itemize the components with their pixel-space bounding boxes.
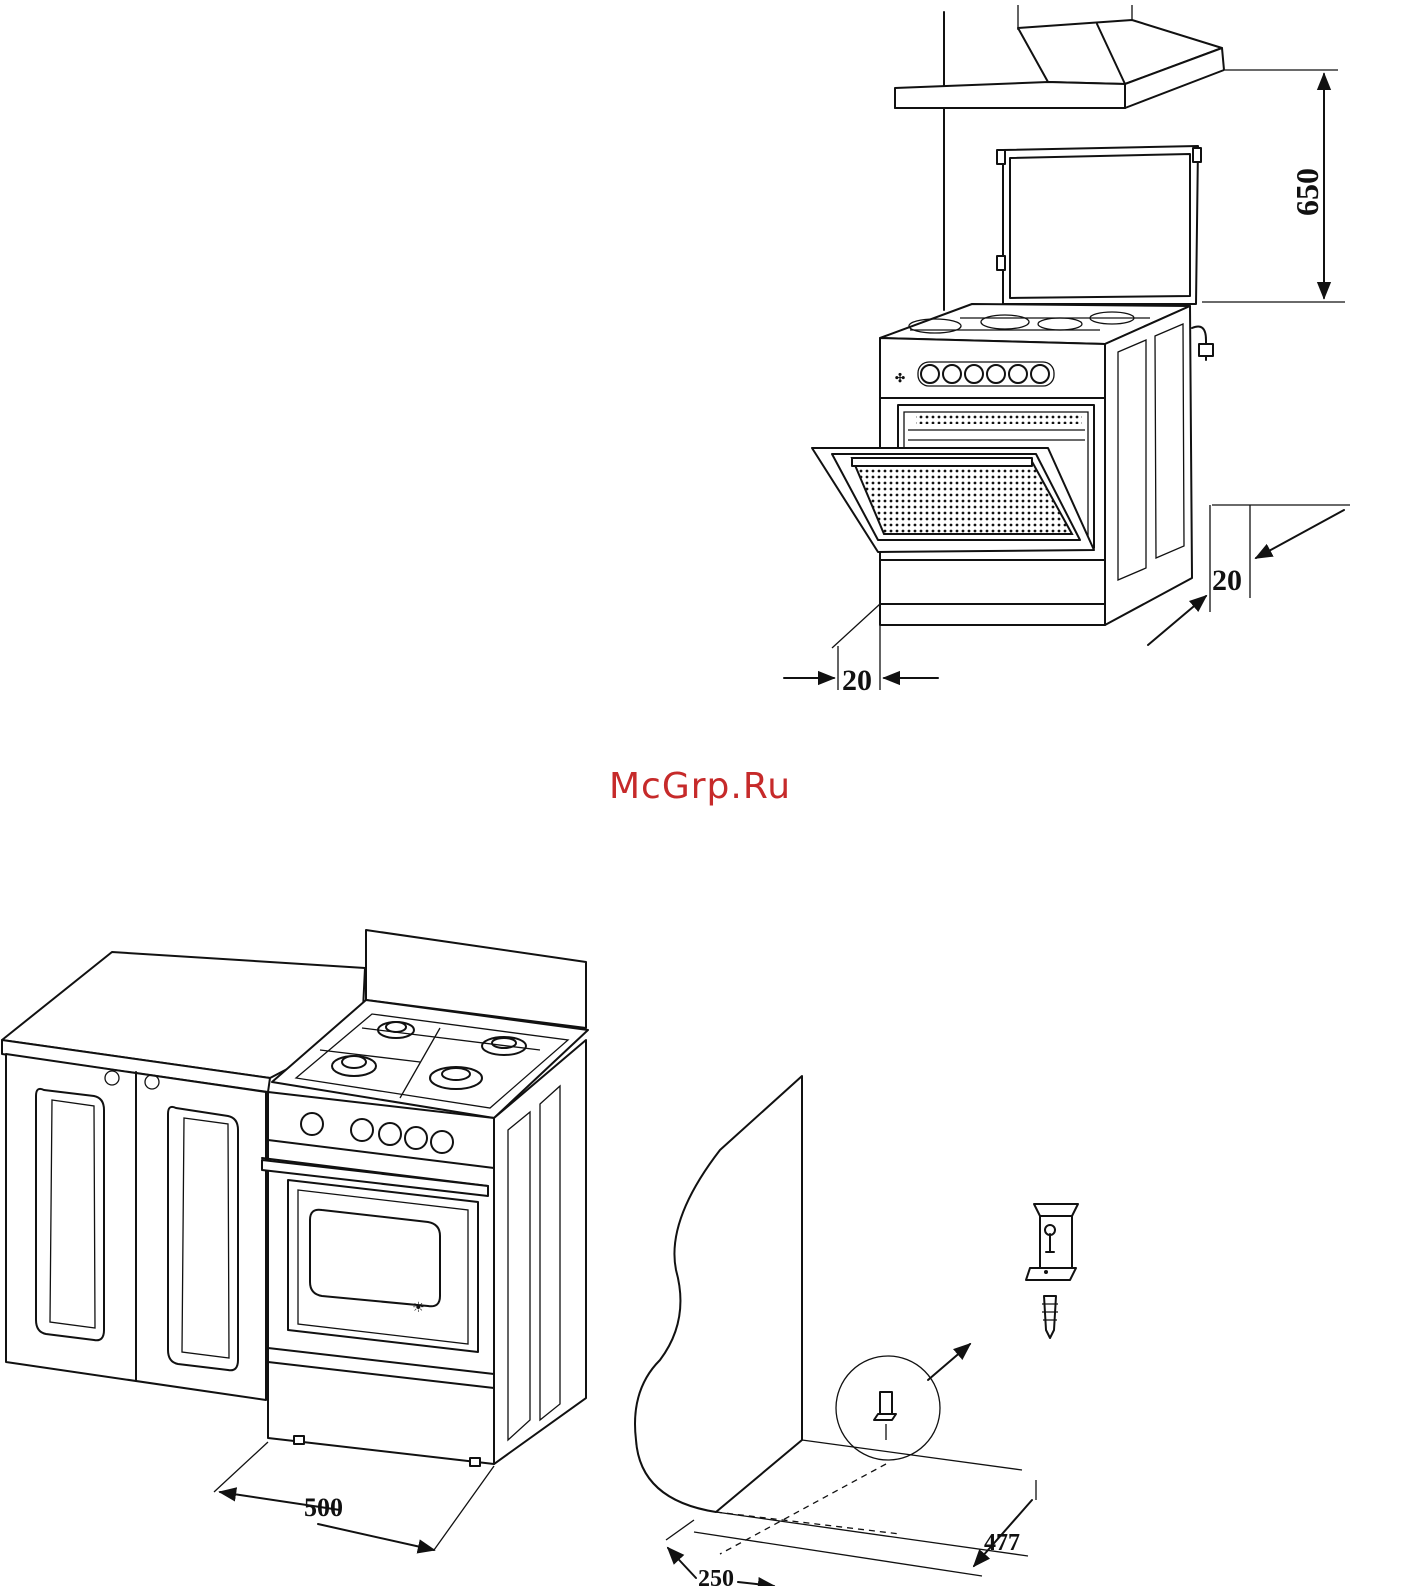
dim-20-side-label: 20 [1212, 564, 1242, 597]
watermark-logo: McGrp.Ru [600, 766, 800, 807]
dim-250-label: 250 [698, 1566, 734, 1586]
stove-lid [997, 146, 1201, 304]
ignition-symbol: ✣ [895, 371, 905, 385]
anti-tip-bracket [1026, 1204, 1078, 1280]
dim-477-label: 477 [984, 1530, 1020, 1556]
bottom-stove-figure: ☀ 500 [2, 930, 588, 1550]
top-stove-figure: 650 [784, 5, 1350, 697]
dim-500-label: 500 [304, 1493, 343, 1522]
hood-height-dimension: 650 [1202, 70, 1345, 302]
wall-offset-dimension: 477 [974, 1480, 1036, 1566]
fixing-screw [1042, 1296, 1058, 1338]
side-wall [635, 1076, 802, 1512]
dim-20-front-label: 20 [842, 664, 872, 697]
kitchen-cabinet [6, 1054, 266, 1400]
dim-650-label: 650 [1289, 168, 1325, 216]
side-offset-dimension: 250 [666, 1520, 774, 1586]
oven-door-open [812, 448, 1094, 552]
lamp-symbol: ☀ [412, 1301, 425, 1316]
bracket-figure: 477 250 [635, 1076, 1078, 1586]
